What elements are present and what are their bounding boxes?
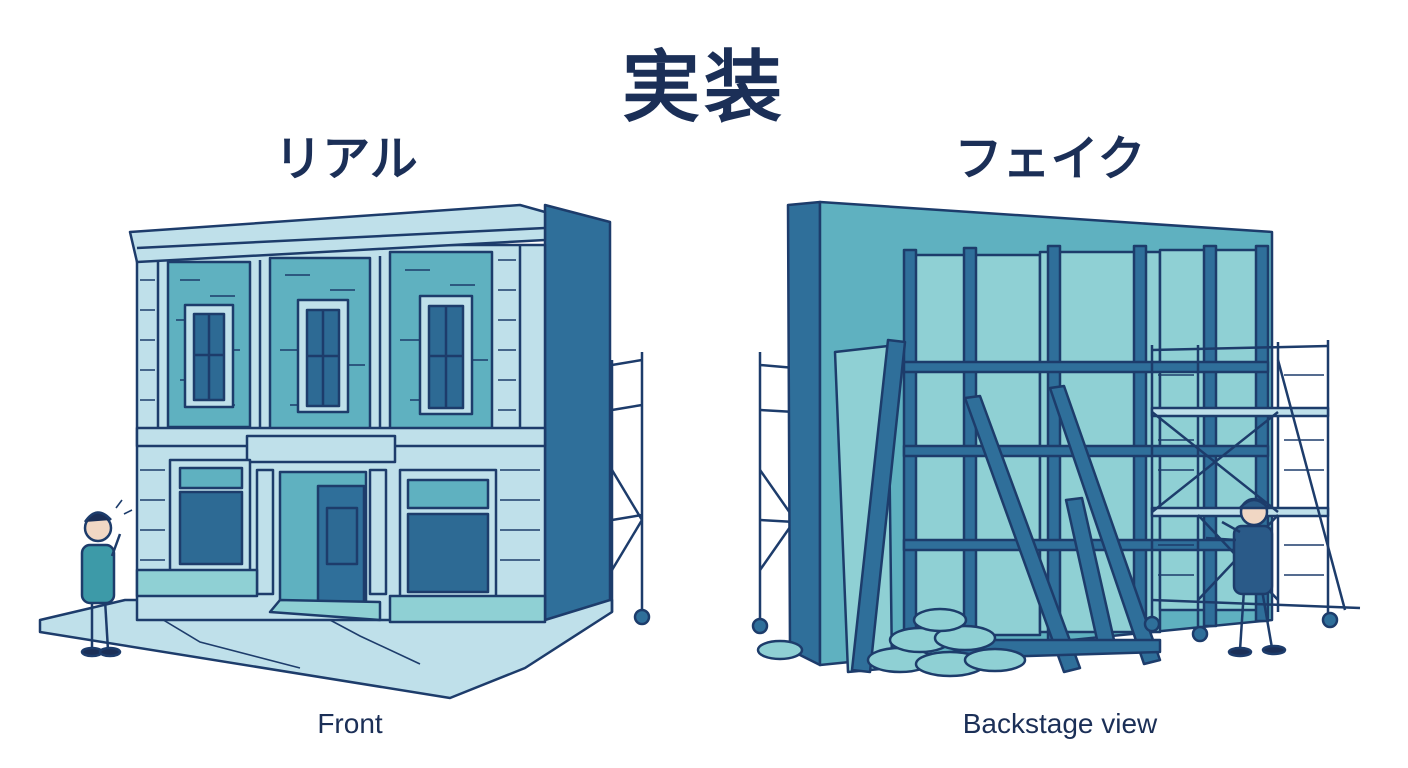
right-scaffold xyxy=(1143,340,1361,643)
sandbags xyxy=(756,607,1027,678)
fake-label: フェイク xyxy=(954,131,1146,187)
real-label: リアル xyxy=(274,131,418,187)
main-title: 実装 xyxy=(621,43,786,133)
upper-windows xyxy=(183,294,474,416)
observer-person xyxy=(80,499,133,658)
building-side-wall xyxy=(543,203,612,622)
real-building xyxy=(38,203,651,700)
backstage-caption: Backstage view xyxy=(962,708,1158,739)
front-caption: Front xyxy=(317,708,383,739)
panel-edge xyxy=(786,200,822,667)
worker-person xyxy=(1205,497,1287,658)
fake-facade xyxy=(751,200,1361,678)
leaning-boards xyxy=(833,338,1162,674)
left-scaffold xyxy=(610,352,651,626)
storefront xyxy=(135,458,547,624)
cornice xyxy=(128,203,547,264)
